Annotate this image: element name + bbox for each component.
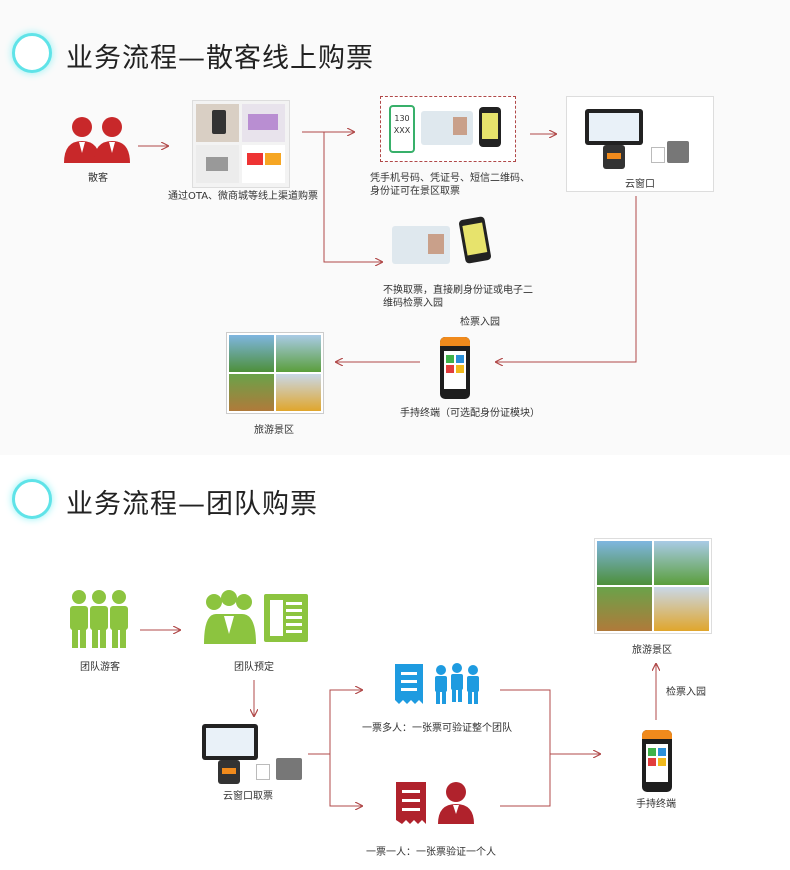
terminal-app-tile [658, 758, 666, 766]
online-channel-image [192, 100, 290, 188]
scenic-photo-coaster [276, 374, 321, 411]
terminal-app-tile [446, 355, 454, 363]
terminal-app-tile [456, 355, 464, 363]
pos-base-icon-2 [218, 760, 240, 784]
receipt-icon-2 [256, 764, 270, 780]
group-tourists-icon [70, 590, 128, 648]
check-in-label-1: 检票入园 [460, 317, 500, 328]
phone-qr-icon [479, 107, 501, 147]
group-tourists-label: 团队游客 [80, 662, 120, 673]
receipt-icon [651, 147, 665, 163]
terminal-top-accent-2 [642, 730, 672, 739]
group-booking-icon [204, 590, 308, 644]
scenic-area-image-1 [226, 332, 324, 414]
kiosk-icon [206, 157, 228, 171]
sms-code-number: 130 [394, 114, 410, 123]
scenic-area-label-1: 旅游景区 [254, 425, 294, 436]
redeem-code-label-line1: 凭手机号码、凭证号、短信二维码、身份证可在景区取票 [370, 172, 530, 198]
id-card-icon [421, 111, 473, 145]
pos-base-icon [603, 145, 625, 169]
one-ticket-many-label: 一票多人：一张票可验证整个团队 [362, 723, 512, 734]
pos-screen-display [589, 113, 639, 141]
pos-screen-icon-2 [202, 724, 258, 760]
taobao-logo-icon [265, 153, 281, 165]
scenic-area-label-2: 旅游景区 [632, 645, 672, 656]
phone-screen-icon [482, 113, 498, 139]
device-tile [196, 145, 239, 183]
terminal-app-tile [446, 365, 454, 373]
scenic-photo-garden [276, 335, 321, 372]
scenic-photo-pavilion [229, 335, 274, 372]
one-ticket-many-icon [395, 663, 479, 704]
section-2-title: 业务流程—团队购票 [66, 489, 318, 520]
app-screen-icon [248, 114, 278, 130]
cloud-window-label: 云窗口 [625, 179, 655, 190]
pos-screen-display-2 [206, 728, 254, 756]
no-ticket-label: 不换取票，直接刷身份证或电子二维码检票入园 [383, 285, 533, 309]
check-in-label-2: 检票入园 [666, 687, 706, 698]
handheld-terminal-icon-1 [440, 337, 470, 399]
one-ticket-one-label: 一票一人：一张票验证一个人 [366, 847, 496, 858]
cloud-window-pickup-image [200, 724, 312, 784]
printer-icon-2 [276, 758, 302, 780]
handheld-terminal-icon-2 [642, 730, 672, 792]
cloud-window-image [566, 96, 714, 192]
arrow-cloud-to-one [329, 754, 362, 806]
arrow-cloud-to-many [308, 690, 362, 755]
terminal-app-tile [648, 758, 656, 766]
pos-screen-icon [585, 109, 643, 145]
jd-tmall-tile [242, 145, 285, 183]
section-2-ring-icon [12, 479, 52, 519]
terminal-app-tile [648, 748, 656, 756]
sms-code-mask: XXX [393, 126, 411, 135]
no-ticket-image [392, 216, 502, 270]
arrow-cloud-to-terminal [496, 196, 637, 362]
id-photo-icon [453, 117, 467, 135]
section-1-title: 业务流程—散客线上购票 [66, 43, 374, 74]
line-many-to-merge [500, 689, 551, 807]
id-card-icon-2 [392, 226, 450, 264]
pos-accent-2 [222, 768, 236, 774]
redeem-code-image: 130 XXX [380, 96, 516, 162]
id-photo-icon-2 [428, 234, 444, 254]
scenic-area-image-2 [594, 538, 712, 634]
terminal-app-tile [658, 748, 666, 756]
group-booking-label: 团队预定 [234, 662, 274, 673]
phone-icon [212, 110, 226, 134]
app-screens-tile [242, 104, 285, 142]
section-1-ring-icon [12, 33, 52, 73]
scenic-photo-coaster-2 [654, 587, 709, 631]
sms-code-card: 130 XXX [389, 105, 415, 153]
redeem-code-label: 凭手机号码、凭证号、短信二维码、身份证可在景区取票 [370, 173, 530, 197]
printer-icon [667, 141, 689, 163]
online-channel-label: 通过OTA、微商城等线上渠道购票 [168, 191, 319, 202]
handheld-terminal-label-1: 手持终端（可选配身份证模块） [400, 408, 540, 419]
scenic-photo-ride-2 [597, 587, 652, 631]
tourist-label: 散客 [88, 173, 108, 184]
phone-photo-tile [196, 104, 239, 142]
jd-logo-icon [247, 153, 263, 165]
cloud-window-pickup-label: 云窗口取票 [223, 791, 273, 802]
handheld-terminal-label-2: 手持终端 [636, 799, 676, 810]
scenic-photo-garden-2 [654, 541, 709, 585]
scenic-photo-pavilion-2 [597, 541, 652, 585]
tourist-pair-icon [64, 117, 130, 163]
terminal-screen-1 [444, 351, 466, 389]
scenic-photo-ride [229, 374, 274, 411]
terminal-app-tile [456, 365, 464, 373]
pos-accent [607, 153, 621, 159]
terminal-screen-2 [646, 744, 668, 782]
one-ticket-one-icon [396, 782, 474, 824]
arrow-online-branch-down [323, 132, 382, 262]
terminal-top-accent-1 [440, 337, 470, 346]
